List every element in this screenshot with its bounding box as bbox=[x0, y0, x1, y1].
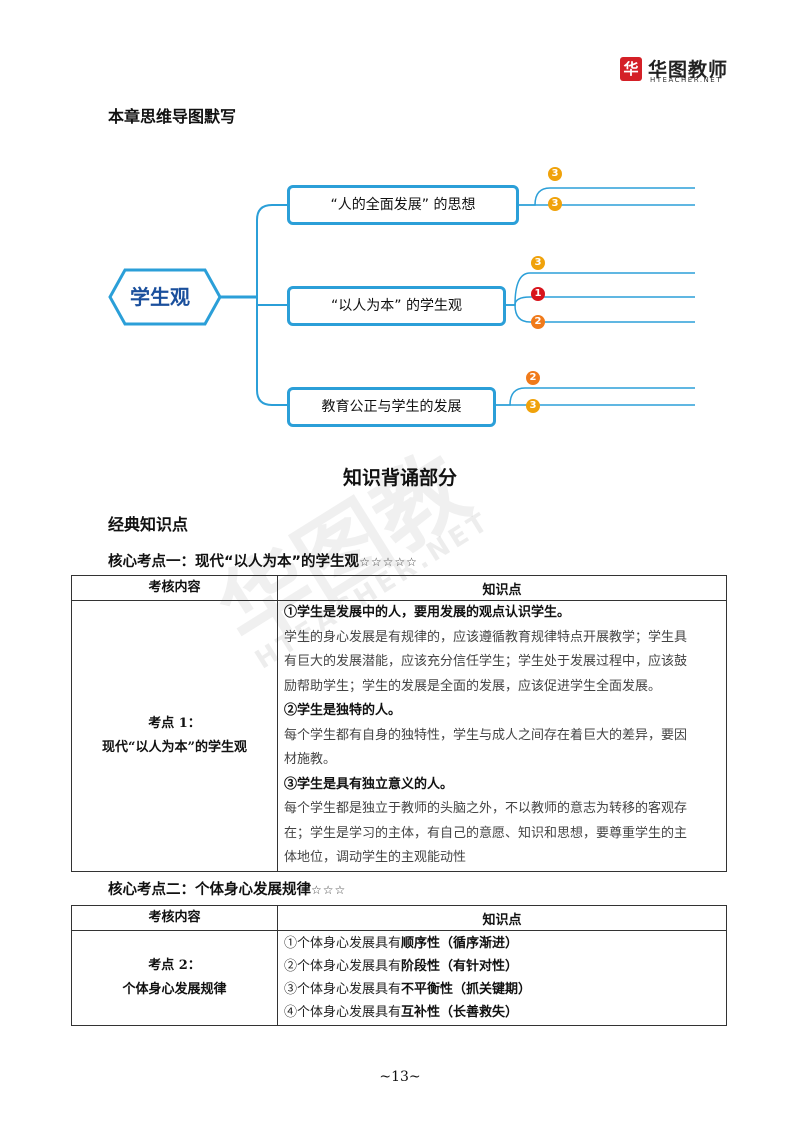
knowledge-line: 材施教。 bbox=[284, 752, 337, 767]
importance-badge-icon: 3 bbox=[548, 167, 562, 181]
logo-subtext: HTEACHER.NET bbox=[650, 76, 722, 84]
star-rating-icon: ☆☆☆☆☆ bbox=[359, 555, 418, 569]
law-item: ①个体身心发展具有顺序性（循序渐进） bbox=[284, 936, 519, 951]
law-item: ③个体身心发展具有不平衡性（抓关键期） bbox=[284, 982, 532, 997]
topic-line-1: 考点 1： bbox=[148, 715, 201, 731]
sub-title: 经典知识点 bbox=[108, 515, 189, 534]
knowledge-line: ②学生是独特的人。 bbox=[284, 703, 402, 718]
knowledge-line: 励帮助学生；学生的发展是全面的发展，应该促进学生全面发展。 bbox=[284, 678, 662, 694]
importance-badge-icon: 2 bbox=[526, 371, 540, 385]
mindmap-node-2: “以人为本” 的学生观 bbox=[287, 286, 506, 326]
topic-line-2: 个体身心发展规律 bbox=[122, 982, 227, 997]
mindmap-root: 学生观 bbox=[100, 268, 220, 326]
table-header: 知识点 bbox=[277, 905, 727, 931]
topic-line-2: 现代“以人为本”的学生观 bbox=[102, 739, 247, 755]
mindmap-connectors bbox=[108, 187, 695, 406]
core-point-1-title: 核心考点一：现代“以人为本”的学生观☆☆☆☆☆ bbox=[108, 550, 418, 571]
mindmap-node-3: 教育公正与学生的发展 bbox=[287, 387, 496, 427]
knowledge-line: 每个学生都有自身的独特性，学生与成人之间存在着巨大的差异，要因 bbox=[284, 727, 688, 743]
core-point-1-title-text: 核心考点一：现代“以人为本”的学生观 bbox=[108, 554, 360, 570]
section-title: 知识背诵部分 bbox=[342, 467, 457, 489]
knowledge-line: 学生的身心发展是有规律的，应该遵循教育规律特点开展教学；学生具 bbox=[284, 629, 688, 645]
page-number: ~13~ bbox=[379, 1069, 421, 1085]
mindmap-node-1: “人的全面发展” 的思想 bbox=[287, 185, 519, 225]
law-item: ②个体身心发展具有阶段性（有针对性） bbox=[284, 959, 519, 974]
knowledge-line: 体地位，调动学生的主观能动性 bbox=[284, 850, 467, 865]
core-point-2-title-text: 核心考点二：个体身心发展规律 bbox=[108, 882, 311, 898]
importance-badge-icon: 2 bbox=[531, 315, 545, 329]
table-cell-knowledge: ①个体身心发展具有顺序性（循序渐进） ②个体身心发展具有阶段性（有针对性） ③个… bbox=[277, 930, 727, 1026]
core-point-1-table: 考核内容 知识点 考点 1： 现代“以人为本”的学生观 ①学生是发展中的人，要用… bbox=[71, 575, 727, 872]
knowledge-line: ③学生是具有独立意义的人。 bbox=[284, 776, 454, 792]
table-header: 考核内容 bbox=[71, 575, 278, 601]
importance-badge-icon: 1 bbox=[531, 287, 545, 301]
topic-line-1: 考点 2： bbox=[148, 958, 201, 973]
importance-badge-icon: 3 bbox=[531, 256, 545, 270]
table-cell-topic: 考点 1： 现代“以人为本”的学生观 bbox=[71, 600, 278, 872]
star-rating-icon: ☆☆☆ bbox=[311, 883, 347, 897]
core-point-2-title: 核心考点二：个体身心发展规律☆☆☆ bbox=[108, 878, 346, 899]
law-item: ④个体身心发展具有互补性（长善救失） bbox=[284, 1005, 519, 1020]
mindmap-title: 本章思维导图默写 bbox=[108, 107, 237, 126]
table-cell-topic: 考点 2： 个体身心发展规律 bbox=[71, 930, 278, 1026]
logo-text: 华图教师 bbox=[648, 59, 729, 81]
table-header: 知识点 bbox=[277, 575, 727, 601]
importance-badge-icon: 3 bbox=[526, 399, 540, 413]
knowledge-line: ①学生是发展中的人，要用发展的观点认识学生。 bbox=[284, 605, 571, 620]
knowledge-line: 在；学生是学习的主体，有自己的意愿、知识和思想，要尊重学生的主 bbox=[284, 825, 688, 841]
knowledge-line: 有巨大的发展潜能，应该充分信任学生；学生处于发展过程中，应该鼓 bbox=[284, 654, 688, 669]
mindmap-root-label: 学生观 bbox=[130, 285, 190, 309]
mindmap: 学生观 “人的全面发展” 的思想 “以人为本” 的学生观 教育公正与学生的发展 … bbox=[95, 160, 715, 440]
core-point-2-table: 考核内容 知识点 考点 2： 个体身心发展规律 ①个体身心发展具有顺序性（循序渐… bbox=[71, 905, 727, 1026]
importance-badge-icon: 3 bbox=[548, 197, 562, 211]
table-cell-knowledge: ①学生是发展中的人，要用发展的观点认识学生。 学生的身心发展是有规律的，应该遵循… bbox=[277, 600, 727, 872]
knowledge-line: 每个学生都是独立于教师的头脑之外，不以教师的意志为转移的客观存 bbox=[284, 801, 688, 816]
table-header: 考核内容 bbox=[71, 905, 278, 931]
logo: 华 华图教师 HTEACHER.NET bbox=[620, 55, 735, 85]
logo-mark-icon: 华 bbox=[620, 57, 642, 81]
